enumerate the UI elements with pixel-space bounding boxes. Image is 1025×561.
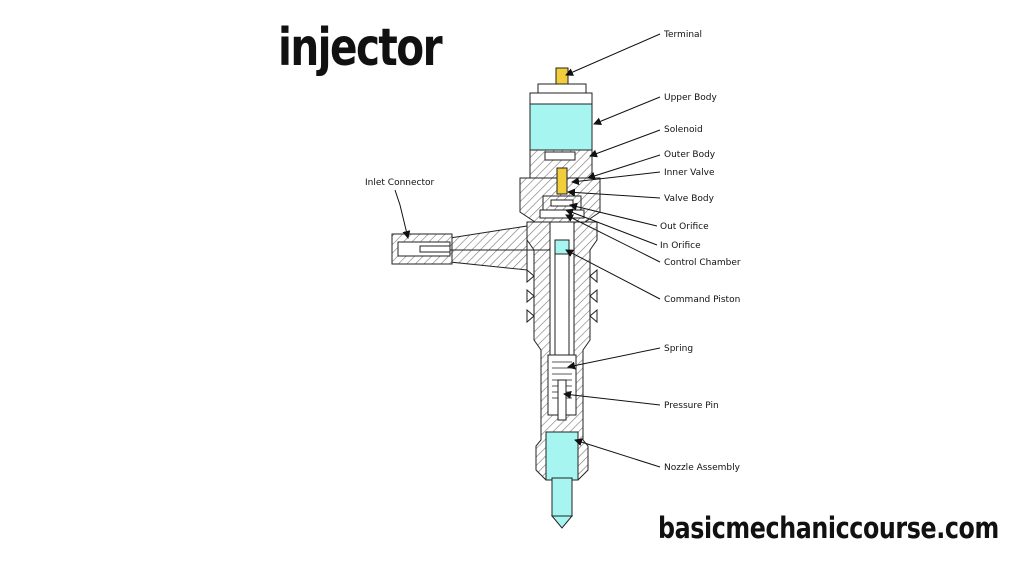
top-cap-lower [529,92,593,106]
label-in-orifice: In Orifice [660,241,701,251]
leader-lines [394,33,661,468]
body-serrations [526,268,598,324]
label-terminal: Terminal [663,30,702,40]
command-piston-rod [554,239,570,366]
label-upper-body: Upper Body [664,93,718,103]
label-out-orifice: Out Orifice [660,222,709,232]
pressure-pin-shape [557,379,567,421]
label-nozzle-assembly: Nozzle Assembly [664,463,741,473]
label-outer-body: Outer Body [664,150,716,160]
command-piston-shape [554,239,570,255]
label-inner-valve: Inner Valve [664,168,715,178]
diagram-title: injector [278,18,443,78]
label-spring: Spring [664,344,693,354]
inlet-arm [449,225,528,271]
website-watermark: basicmechaniccourse.com [658,511,999,545]
upper-body-shape [529,103,593,153]
label-control-chamber: Control Chamber [664,258,741,268]
label-solenoid: Solenoid [664,125,703,135]
label-inlet-connector: Inlet Connector [365,178,435,188]
label-pressure-pin: Pressure Pin [664,401,719,411]
injector-body [391,67,601,529]
label-command-piston: Command Piston [664,295,740,305]
nozzle-tip [551,477,573,517]
label-valve-body: Valve Body [664,194,715,204]
inner-valve-shape [556,167,568,195]
nozzle-assembly-shape [545,431,579,481]
terminal-pin [555,67,569,87]
